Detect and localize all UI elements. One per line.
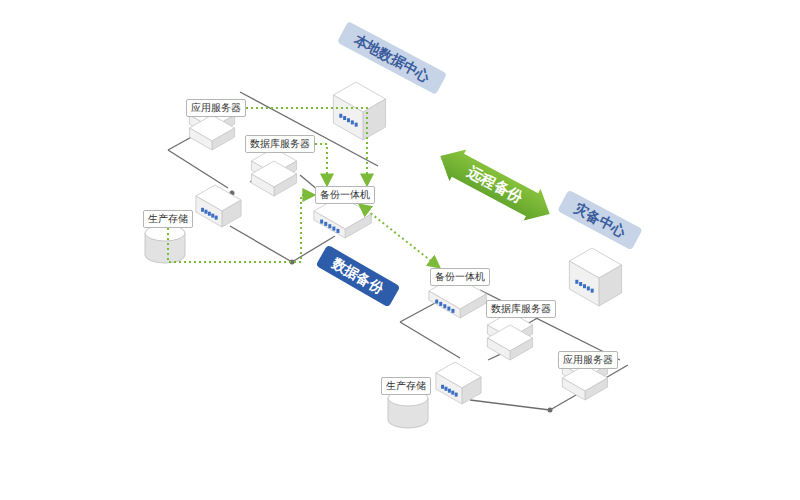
- indicator-light: [208, 212, 211, 216]
- server: [333, 82, 385, 140]
- storage-disk: [388, 390, 428, 428]
- storage-disk: [145, 225, 185, 263]
- device-name: 应用服务器: [191, 102, 241, 114]
- device-name: 生产存储: [386, 380, 426, 392]
- storage-box: [196, 185, 241, 227]
- indicator-light: [351, 120, 354, 124]
- indicator-light: [591, 289, 594, 293]
- device-name: 生产存储: [148, 213, 188, 225]
- indicator-light: [448, 389, 451, 393]
- device-name: 数据库服务器: [250, 138, 310, 150]
- box-front: [569, 261, 599, 306]
- box-side: [599, 265, 622, 306]
- box-side: [462, 377, 481, 404]
- indicator-light: [332, 227, 335, 231]
- box-front: [333, 95, 363, 140]
- network-wire: [400, 322, 460, 358]
- device-label: 数据库服务器: [486, 300, 556, 318]
- indicator-light: [455, 393, 458, 397]
- device-name: 备份一体机: [320, 189, 370, 201]
- box-front: [436, 373, 462, 404]
- indicator-light: [215, 216, 218, 220]
- panel-ground: [20, 0, 518, 330]
- box-front: [314, 211, 345, 238]
- box-side: [274, 174, 297, 196]
- indicator-light: [211, 214, 214, 218]
- storage-box: [436, 362, 481, 404]
- device-name: 应用服务器: [563, 354, 613, 366]
- network-wire: [230, 226, 292, 262]
- indicator-light: [447, 307, 450, 311]
- server-layer: [487, 325, 532, 360]
- arrow-label: 远程备份: [432, 140, 558, 230]
- panel-ground: [285, 168, 790, 490]
- device-label: 备份一体机: [315, 186, 375, 204]
- network-wire: [168, 150, 228, 188]
- indicator-light: [444, 387, 447, 391]
- indicator-light: [443, 304, 446, 308]
- backup-flow: [246, 108, 367, 186]
- indicator-light: [343, 116, 346, 120]
- box-front: [429, 291, 460, 318]
- device-label: 应用服务器: [186, 99, 246, 117]
- indicator-light: [355, 123, 358, 127]
- indicator-light: [435, 300, 438, 304]
- network-wire: [470, 400, 550, 410]
- indicator-light: [328, 224, 331, 228]
- double-arrow: 远程备份: [432, 140, 558, 230]
- edge-label: 数据备份: [315, 245, 400, 308]
- server-layer: [251, 161, 296, 196]
- arrow-body: [432, 140, 558, 230]
- device-name: 备份一体机: [435, 271, 485, 283]
- server-layer: [189, 115, 234, 150]
- box-side: [212, 128, 235, 150]
- device-label: 生产存储: [143, 210, 193, 228]
- box-front: [251, 174, 274, 196]
- indicator-light: [579, 282, 582, 286]
- box-front: [196, 196, 222, 227]
- indicator-light: [451, 391, 454, 395]
- indicator-light: [204, 210, 207, 214]
- box-front: [189, 128, 212, 150]
- indicator-light: [324, 222, 327, 226]
- device-name: 数据库服务器: [491, 303, 551, 315]
- indicator-light: [320, 220, 323, 224]
- indicator-light: [201, 208, 204, 212]
- device-label: 数据库服务器: [245, 135, 315, 153]
- backup-flow: [359, 204, 440, 268]
- device-label: 应用服务器: [558, 351, 618, 369]
- box-front: [562, 378, 585, 400]
- indicator-light: [439, 302, 442, 306]
- network-wire: [550, 365, 628, 410]
- indicator-light: [587, 286, 590, 290]
- indicator-light: [583, 284, 586, 288]
- wire-joint: [548, 408, 553, 413]
- box-front: [487, 338, 510, 360]
- server: [569, 248, 621, 306]
- indicator-light: [451, 309, 454, 313]
- indicator-light: [336, 229, 339, 233]
- indicator-light: [575, 280, 578, 284]
- box-side: [585, 378, 608, 400]
- site-heading: 本地数据中心: [337, 21, 447, 95]
- indicator-light: [347, 118, 350, 122]
- box-side: [460, 294, 486, 318]
- box-side: [510, 338, 533, 360]
- site-heading: 灾备中心: [557, 190, 642, 251]
- backup-flow: [315, 144, 327, 186]
- indicator-light: [339, 114, 342, 118]
- device-label: 生产存储: [381, 377, 431, 395]
- device-label: 备份一体机: [430, 268, 490, 286]
- backup-flow: [168, 195, 315, 262]
- box-side: [345, 214, 371, 238]
- server-layer: [562, 365, 607, 400]
- indicator-light: [441, 385, 444, 389]
- box-side: [222, 200, 241, 227]
